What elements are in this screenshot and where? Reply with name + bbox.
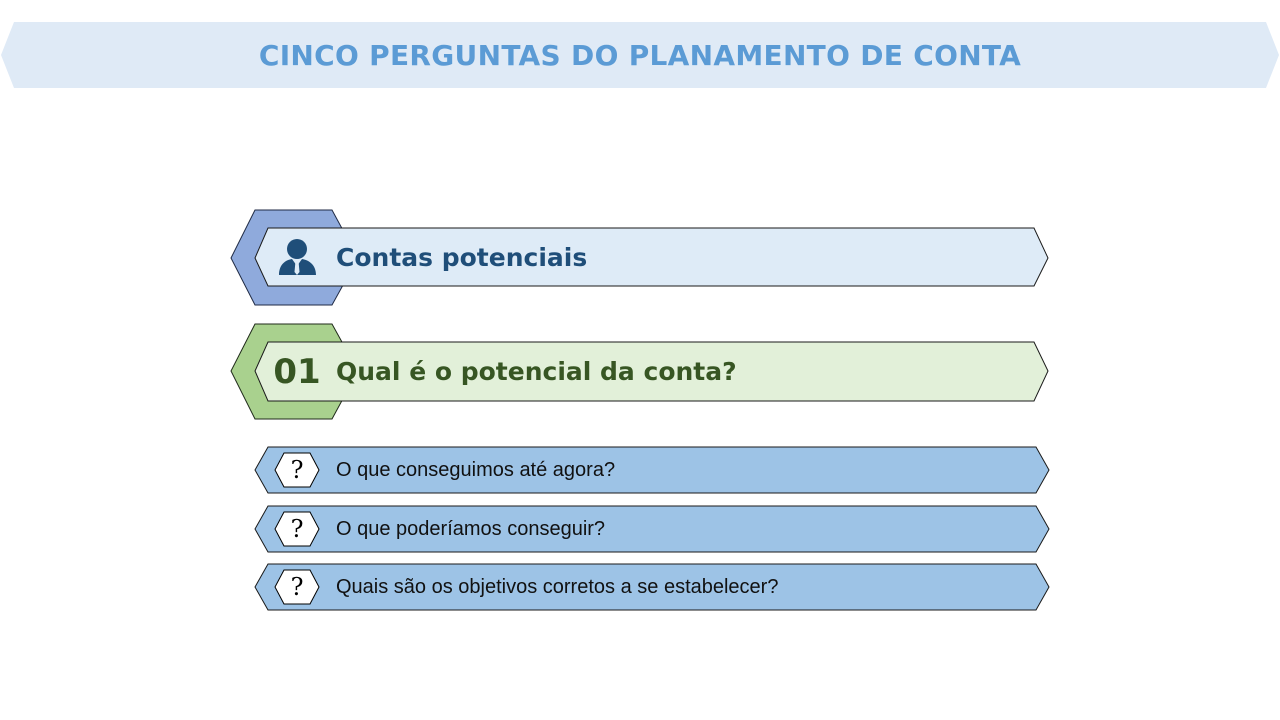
sub-question-label: O que conseguimos até agora? [336,458,616,481]
slide-title: CINCO PERGUNTAS DO PLANAMENTO DE CONTA [258,38,1022,72]
section-label: Contas potenciais [336,242,588,272]
question-mark-icon [274,511,320,547]
sub-question-label: O que poderíamos conseguir? [336,517,606,540]
sub-question-label: Quais são os objetivos corretos a se est… [336,575,779,598]
question-label: Qual é o potencial da conta? [336,357,737,386]
section-bar [254,227,1049,287]
question-mark-glyph: ? [290,573,304,601]
question-mark-icon [274,569,320,605]
businessman-icon [279,239,316,275]
title-band-shape [1,22,1279,88]
question-mark-icon [274,452,320,488]
sub-question-bar-1 [254,446,1050,494]
question-bar [254,341,1049,402]
sub-question-bar-3 [254,563,1050,611]
sub-question-bar-2 [254,505,1050,553]
question-mark-glyph: ? [290,515,304,543]
question-number: 01 [273,351,321,392]
question-mark-glyph: ? [290,456,304,484]
